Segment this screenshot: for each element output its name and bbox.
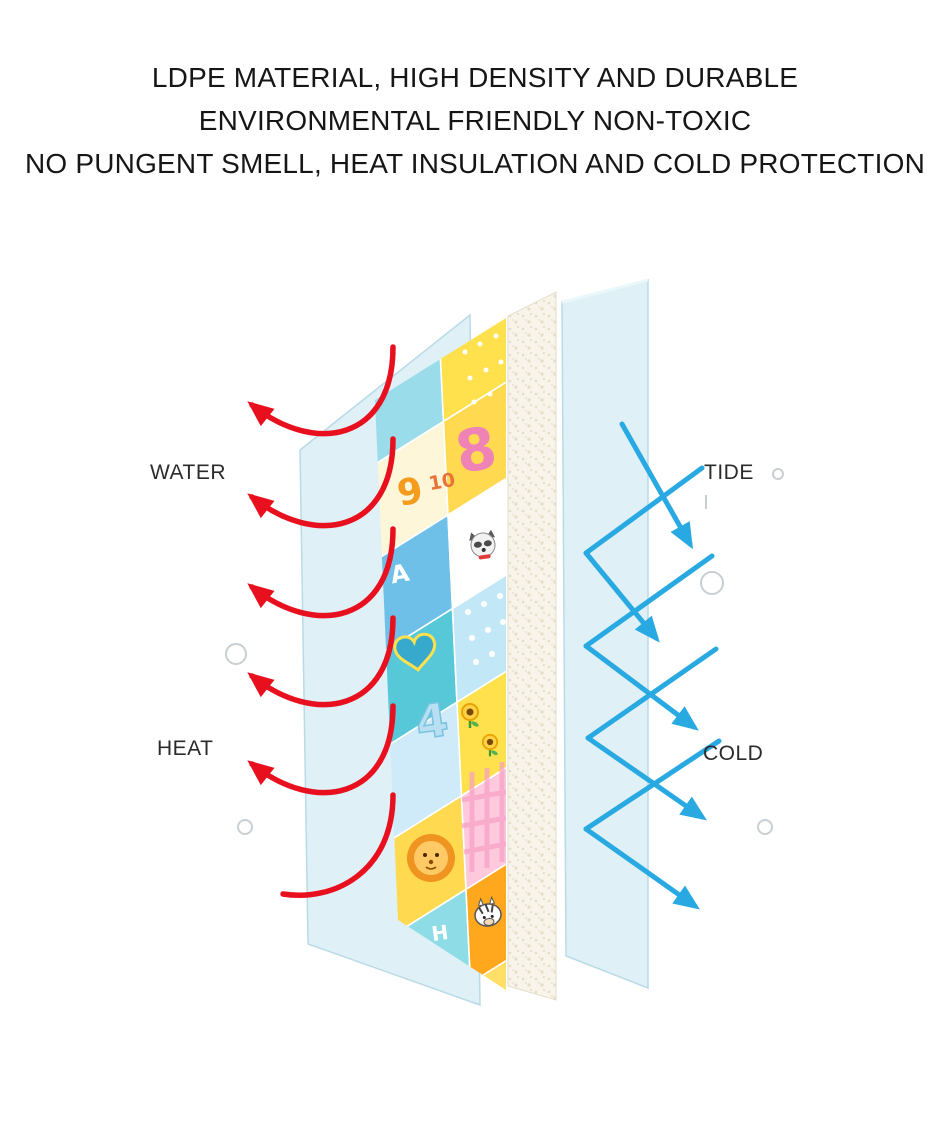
blue-return-line (583, 553, 715, 649)
tide-cold-bounce-arrows (583, 421, 722, 910)
mat-patch (466, 840, 506, 983)
blue-arrow-icon (583, 550, 660, 643)
lion-icon (407, 834, 455, 882)
bubble-circle (757, 819, 773, 835)
cold-label: COLD (703, 742, 764, 765)
bubble-circle (700, 571, 724, 595)
sunflower-icon (461, 703, 479, 728)
water-heat-reflect-arrows (247, 344, 396, 898)
blue-arrow-icon (583, 643, 699, 731)
foam-speckle-texture (508, 292, 556, 1000)
blue-arrow-icon (585, 735, 707, 821)
blue-arrow-icon (583, 826, 700, 910)
blue-dot-patch-dots (465, 593, 506, 665)
header-line-3: NO PUNGENT SMELL, HEAT INSULATION AND CO… (24, 148, 925, 179)
heart-icon (393, 632, 437, 672)
mat-number-ten: 10 (427, 469, 457, 495)
mat-letter-h: H (430, 920, 450, 946)
red-arrow-icon (247, 436, 396, 529)
water-label: WATER (150, 461, 226, 484)
red-arrow-icon (247, 703, 396, 796)
mat-letter-a: A (388, 559, 412, 590)
mat-patch (397, 983, 475, 990)
zebra-icon (474, 895, 502, 927)
blue-arrow-icon (619, 421, 693, 550)
bubble-circle (772, 468, 784, 480)
header-line-2: ENVIRONMENTAL FRIENDLY NON-TOXIC (198, 105, 752, 136)
tide-label: TIDE (704, 461, 754, 484)
red-arrow-tail (280, 792, 396, 898)
heat-label: HEAT (157, 737, 214, 760)
gingham-pattern (461, 762, 506, 872)
raccoon-icon (469, 529, 496, 560)
red-arrow-icon (247, 344, 396, 437)
red-arrow-icon (247, 526, 396, 619)
bubble-circle (225, 643, 247, 665)
front-film-highlight (561, 278, 649, 304)
header-line-1: LDPE MATERIAL, HIGH DENSITY AND DURABLE (151, 62, 799, 93)
sunflower-icon (481, 733, 499, 757)
foam-core-layer (507, 291, 557, 1001)
yellow-dot-patch-dots (462, 333, 504, 405)
header-text: LDPE MATERIAL, HIGH DENSITY AND DURABLE … (0, 56, 950, 185)
red-arrow-icon (247, 615, 396, 708)
blue-return-line (583, 465, 705, 556)
bubble-circles (225, 468, 784, 835)
bubble-circle (237, 819, 253, 835)
